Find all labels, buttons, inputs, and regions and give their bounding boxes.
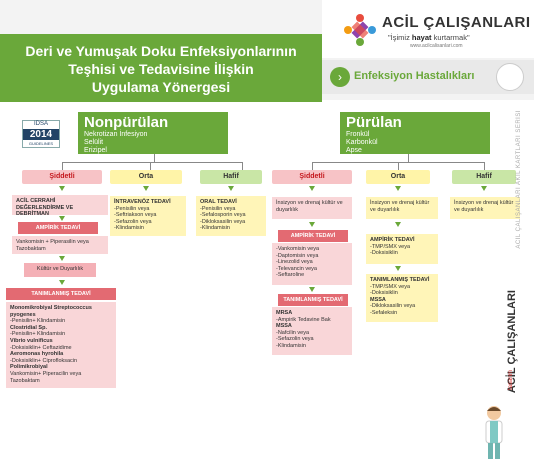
brand-tagline: "İşimiz hayat kurtarmak" xyxy=(388,33,470,42)
right-moderate-empirical: AMPİRİK TEDAVİ -TMP/SMX veya -Doksisikli… xyxy=(366,234,438,264)
connector xyxy=(62,162,242,163)
purulan-header: Pürülan Fronkül Karbonkül Apse xyxy=(340,112,490,154)
left-cat-severe: Şiddetli xyxy=(22,170,102,184)
mascot-icon xyxy=(496,63,524,91)
series-label: ACİL ÇALIŞANLARI AKIL KARTLARI SERİSİ xyxy=(516,110,522,249)
left-severe-defined-head: TANIMLANMIŞ TEDAVİ xyxy=(6,288,116,300)
brand-name: ACİL ÇALIŞANLARI xyxy=(382,14,531,31)
brand-logo-icon xyxy=(344,14,376,46)
right-cat-severe: Şiddetli xyxy=(272,170,352,184)
design-label: tasarım xyxy=(508,370,514,391)
arrow-down-icon xyxy=(228,186,234,191)
connector xyxy=(242,162,243,170)
left-moderate-box: İNTRAVENÖZ TEDAVİ -Penisilin veya -Seftr… xyxy=(110,196,186,236)
section-label: Enfeksiyon Hastalıkları xyxy=(354,70,475,82)
chevron-right-icon: › xyxy=(330,67,350,87)
arrow-down-icon xyxy=(395,266,401,271)
nonpurulan-header: Nonpürülan Nekrotizan İnfesiyon Selülit … xyxy=(78,112,228,154)
right-cat-moderate: Orta xyxy=(366,170,430,184)
doctor-mascot-icon xyxy=(485,406,503,459)
arrow-down-icon xyxy=(309,287,315,292)
title-line-2: Teşhisi ve Tedavisine İlişkin xyxy=(68,61,254,77)
connector xyxy=(150,162,151,170)
idsa-badge: IDSA 2014 GUIDELINES xyxy=(22,120,60,148)
arrow-down-icon xyxy=(481,186,487,191)
left-severe-empirical-head: AMPİRİK TEDAVİ xyxy=(18,222,98,234)
brand-url: www.acilcalisanlari.com xyxy=(410,43,463,49)
arrow-down-icon xyxy=(59,280,65,285)
connector xyxy=(312,162,313,170)
arrow-down-icon xyxy=(395,186,401,191)
connector xyxy=(62,162,63,170)
connector xyxy=(398,162,399,170)
arrow-down-icon xyxy=(143,186,149,191)
right-moderate-incision: İnsizyon ve drenaj kültür ve duyarlılık xyxy=(366,197,438,219)
left-cat-mild: Hafif xyxy=(200,170,262,184)
right-moderate-defined: TANIMLANMIŞ TEDAVİ -TMP/SMX veya -Doksis… xyxy=(366,274,438,322)
left-cat-moderate: Orta xyxy=(110,170,182,184)
right-mild-incision: İnsizyon ve drenaj kültür ve duyarlılık xyxy=(450,197,520,219)
left-severe-empirical: Vankomisin + Piperasilin veya Tazobaktam xyxy=(12,236,108,254)
left-severe-defined-list: Monomikrobiyal Streptococcus pyogenes -P… xyxy=(6,302,116,388)
connector xyxy=(408,154,409,162)
right-severe-empirical-list: -Vankomisin veya -Daptomisin veya -Linez… xyxy=(272,243,352,285)
arrow-down-icon xyxy=(59,216,65,221)
left-severe-emergency: ACİL CERRAHİ DEĞERLENDİRME VE DEBRİTMAN xyxy=(12,195,108,217)
connector xyxy=(154,154,155,162)
connector xyxy=(484,162,485,170)
right-severe-incision: İnsizyon ve drenaj kültür ve duyarlılık xyxy=(272,197,352,219)
arrow-down-icon xyxy=(309,222,315,227)
arrow-down-icon xyxy=(59,186,65,191)
right-severe-empirical-head: AMPİRİK TEDAVİ xyxy=(278,230,348,242)
title-line-3: Uygulama Yönergesi xyxy=(91,79,231,95)
right-severe-defined-list: MRSA -Ampirik Tedavine Bak MSSA -Nafcili… xyxy=(272,307,352,355)
right-cat-mild: Hafif xyxy=(452,170,516,184)
arrow-down-icon xyxy=(59,256,65,261)
arrow-down-icon xyxy=(309,186,315,191)
right-severe-defined-head: TANIMLANMIŞ TEDAVİ xyxy=(278,294,348,306)
left-mild-box: ORAL TEDAVİ -Penisilin veya -Sefalospori… xyxy=(196,196,266,236)
page-title: Deri ve Yumuşak Doku Enfeksiyonlarının T… xyxy=(0,34,322,102)
title-line-1: Deri ve Yumuşak Doku Enfeksiyonlarının xyxy=(25,43,297,59)
arrow-down-icon xyxy=(395,222,401,227)
left-severe-culture: Kültür ve Duyarlılık xyxy=(24,263,96,277)
